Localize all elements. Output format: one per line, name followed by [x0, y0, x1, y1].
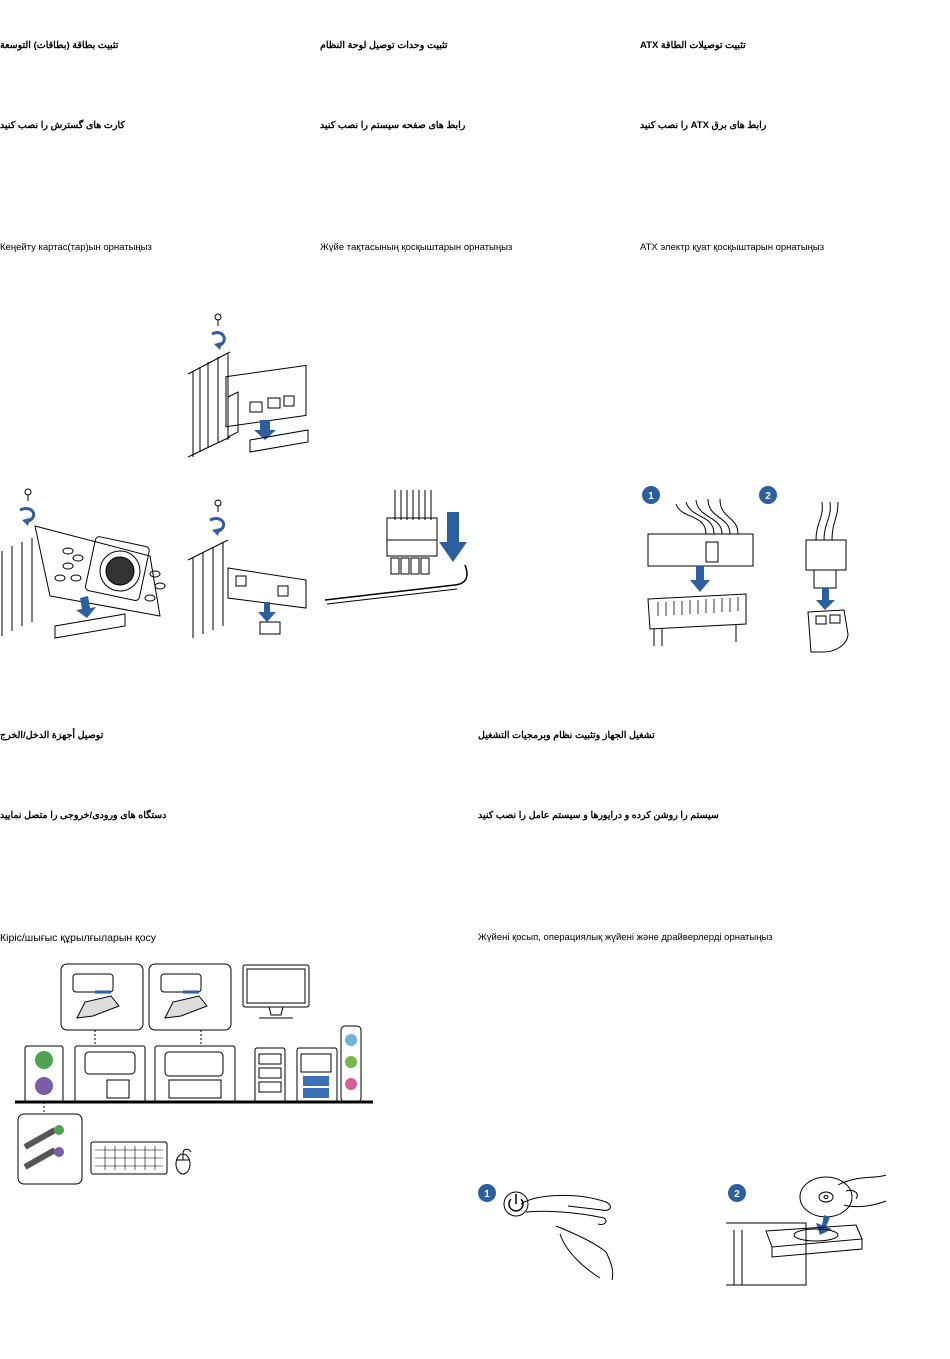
atx-step2-number: 2 — [765, 491, 771, 502]
keyboard-icon — [90, 1141, 168, 1175]
panel-heading-persian: رابط های صفحه سیستم را نصب کنید — [320, 120, 466, 131]
panel-connector-illustration — [324, 490, 475, 610]
down-arrow-icon — [816, 1215, 832, 1235]
power-heading-persian: سیستم را روشن کرده و درایورها و سیستم عا… — [478, 810, 719, 821]
power-heading-arabic: تشغيل الجهاز وتثبيت نظام وبرمجيات التشغي… — [478, 730, 655, 741]
power-step1-number: 1 — [484, 1189, 490, 1200]
power-button-icon — [503, 1191, 529, 1217]
monitor-icon — [242, 964, 310, 1019]
expansion-heading-kazakh: Кеңейту картас(тар)ын орнатыңыз — [0, 242, 152, 253]
screw-icon — [214, 499, 222, 512]
power-step2-number: 2 — [734, 1189, 740, 1200]
screw-icon — [214, 313, 222, 326]
down-arrow-icon — [690, 566, 710, 592]
power-step2-badge — [728, 1184, 746, 1202]
panel-heading-arabic: تثبيت وحدات توصيل لوحة النظام — [320, 40, 448, 51]
small-card-install-illustration — [187, 498, 313, 643]
panel-heading-kazakh: Жүйе тақтасының қосқыштарын орнатыңыз — [320, 242, 513, 253]
power-on-illustration: 1 — [476, 1182, 626, 1282]
down-arrow-icon — [258, 602, 276, 622]
atx-heading-arabic: تثبيت توصيلات الطاقة ATX — [640, 40, 746, 51]
mouse-icon — [175, 1148, 192, 1175]
atx-heading-persian: رابط های برق ATX را نصب کنید — [640, 120, 767, 131]
optical-disc-icon — [799, 1176, 853, 1218]
atx-step1-number: 1 — [648, 491, 654, 502]
gpu-install-illustration — [0, 486, 185, 646]
atx-power-illustration: 1 2 — [636, 484, 861, 659]
atx-step1-badge — [642, 486, 660, 504]
io-heading-kazakh: Кіріс/шығыс құрылғыларын қосу — [0, 932, 157, 944]
io-heading-arabic: توصيل أجهزة الدخل/الخرج — [0, 730, 104, 741]
io-heading-persian: دستگاه های ورودی/خروجی را متصل نمایید — [0, 810, 167, 821]
expansion-heading-persian: کارت های گسترش را نصب کنید — [0, 120, 125, 131]
io-devices-illustration — [15, 962, 380, 1192]
power-step1-badge — [478, 1184, 496, 1202]
atx-step2-badge — [759, 486, 777, 504]
expansion-card-illustration-top — [187, 312, 313, 462]
down-arrow-icon — [76, 596, 96, 618]
expansion-heading-arabic: تثبيت بطاقة (بطاقات) التوسعة — [0, 40, 119, 51]
down-arrow-icon — [439, 512, 467, 562]
screw-icon — [24, 488, 32, 501]
down-arrow-icon — [254, 420, 276, 440]
install-disc-illustration: 2 — [726, 1174, 891, 1290]
power-heading-kazakh: Жүйені қосып, операциялық жүйені және др… — [478, 932, 773, 943]
down-arrow-icon — [816, 588, 835, 610]
atx-heading-kazakh: ATX электр қуат қосқыштарын орнатыңыз — [640, 242, 825, 253]
